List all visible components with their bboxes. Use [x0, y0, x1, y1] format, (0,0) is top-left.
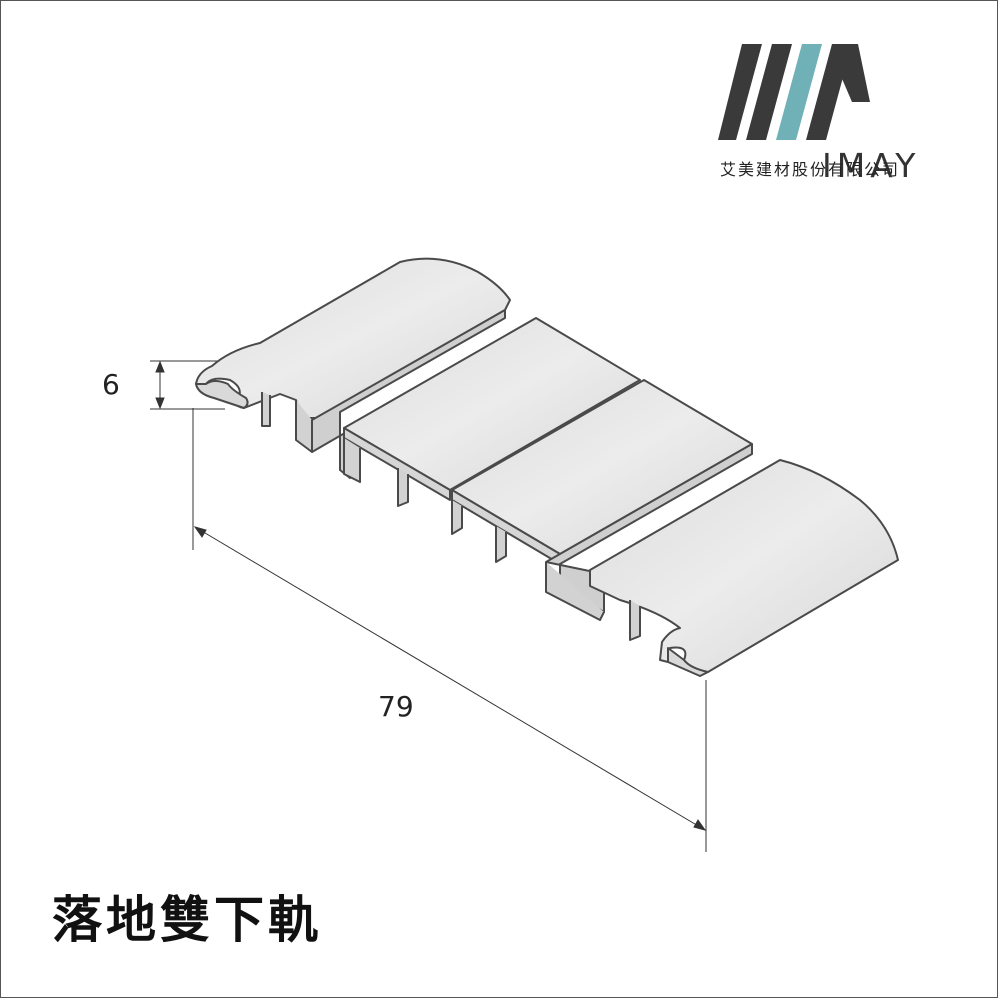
- middle-panel-2: [451, 379, 753, 565]
- height-dimension-label: 6: [102, 368, 120, 401]
- product-title: 落地雙下軌: [52, 891, 322, 949]
- left-groove: [311, 309, 506, 479]
- brand-logo: IMAY 艾美建材股份有限公司: [718, 44, 958, 185]
- width-dimension-label: 79: [378, 690, 414, 723]
- imay-logo-mark: [718, 44, 870, 140]
- width-dimension: [192, 408, 707, 852]
- company-name: 艾美建材股份有限公司: [720, 160, 901, 179]
- brand-wordmark: IMAY: [822, 146, 921, 185]
- left-rail: [195, 257, 511, 453]
- right-rail: [545, 443, 899, 677]
- middle-panel-1: [343, 317, 641, 507]
